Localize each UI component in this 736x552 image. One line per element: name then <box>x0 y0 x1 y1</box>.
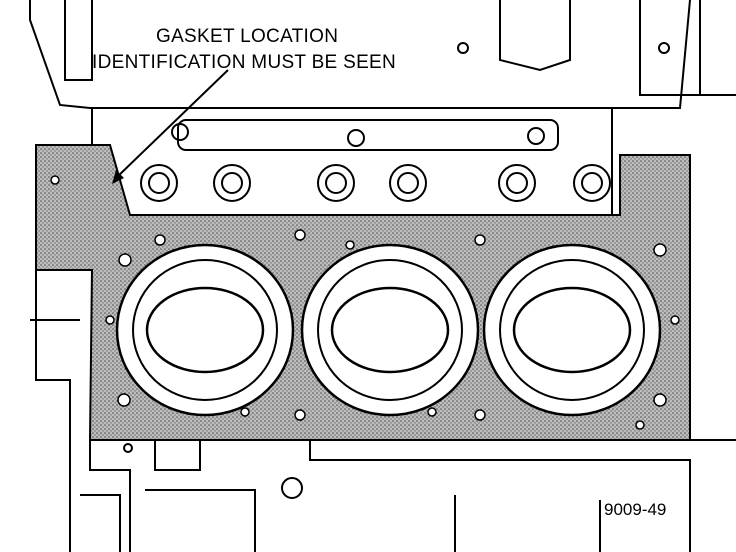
cylinder-bore-3 <box>482 243 662 417</box>
cylinder-bore-2 <box>300 243 480 417</box>
cylinder-head-rocker-area <box>91 107 613 219</box>
callout-arrowhead <box>112 170 124 184</box>
callout-label-line2: IDENTIFICATION MUST BE SEEN <box>92 52 397 73</box>
engine-block-lower <box>30 270 736 552</box>
callout-label-line1: GASKET LOCATION <box>156 26 339 47</box>
figure-number: 9009-49 <box>604 500 667 519</box>
callout-leader-line <box>115 69 229 179</box>
gasket-coolant-holes <box>50 175 680 430</box>
head-bolt-row <box>140 164 611 202</box>
cylinder-bore-1 <box>115 243 295 417</box>
head-gasket <box>35 144 691 441</box>
engine-block-upper <box>29 0 736 109</box>
